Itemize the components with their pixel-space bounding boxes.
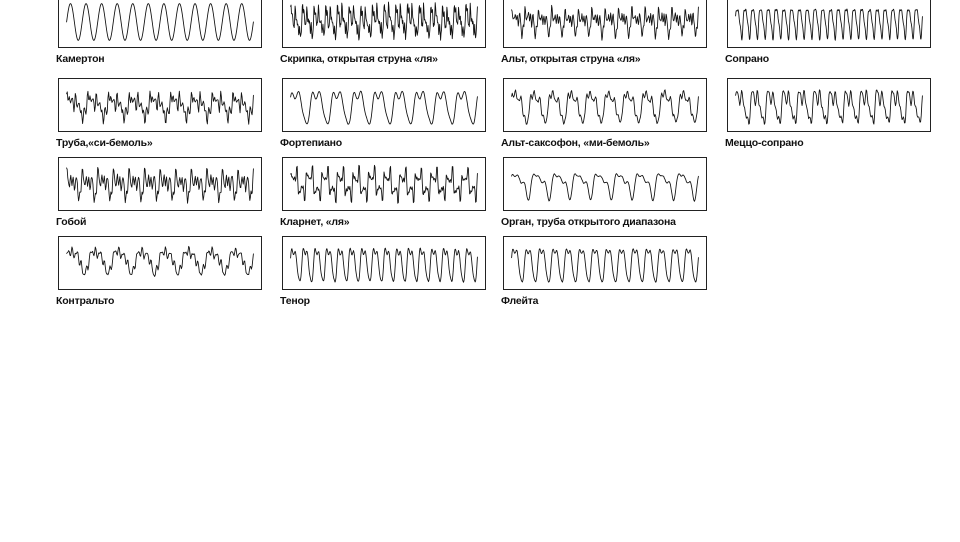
- waveform-line: [290, 164, 478, 204]
- panel-1: Камертон: [56, 0, 262, 70]
- waveform-caption: Труба,«си-бемоль»: [56, 137, 153, 149]
- waveform-frame: [282, 236, 486, 290]
- waveform-frame: [503, 0, 707, 48]
- waveform-plot: [290, 247, 478, 283]
- waveform-frame: [58, 157, 262, 211]
- waveform-caption: Флейта: [501, 295, 539, 307]
- waveform-frame: [282, 157, 486, 211]
- waveform-caption: Тенор: [280, 295, 310, 307]
- waveform-caption: Орган, труба открытого диапазона: [501, 216, 676, 228]
- waveform-frame: [727, 0, 931, 48]
- waveform-plot: [66, 90, 254, 125]
- panel-13: Сопрано: [725, 0, 931, 70]
- waveform-caption: Альт, открытая струна «ля»: [501, 53, 641, 65]
- waveform-plot: [66, 166, 254, 204]
- waveform-frame: [58, 236, 262, 290]
- waveform-line: [511, 89, 699, 125]
- waveform-caption: Скрипка, открытая струна «ля»: [280, 53, 438, 65]
- waveform-plot: [290, 1, 478, 41]
- waveform-caption: Альт-саксофон, «ми-бемоль»: [501, 137, 650, 149]
- waveform-frame: [282, 78, 486, 132]
- panel-7: Кларнет, «ля»: [280, 157, 486, 233]
- waveform-line: [66, 3, 254, 41]
- waveform-line: [735, 89, 923, 125]
- panel-11: Орган, труба открытого диапазона: [501, 157, 707, 233]
- waveform-plot: [290, 164, 478, 204]
- waveform-caption: Фортепиано: [280, 137, 343, 149]
- waveform-line: [735, 8, 923, 41]
- waveform-plot: [66, 245, 254, 277]
- panel-2: Труба,«си-бемоль»: [56, 78, 262, 154]
- panel-12: Флейта: [501, 236, 707, 312]
- waveform-frame: [727, 78, 931, 132]
- waveform-line: [511, 4, 699, 41]
- waveform-line: [290, 1, 478, 41]
- waveform-plot: [511, 89, 699, 125]
- waveform-plot: [735, 89, 923, 125]
- waveform-frame: [282, 0, 486, 48]
- panel-6: Фортепиано: [280, 78, 486, 154]
- waveform-plot: [511, 248, 699, 283]
- panel-8: Тенор: [280, 236, 486, 312]
- waveform-plot: [66, 3, 254, 41]
- waveform-caption: Сопрано: [725, 53, 769, 65]
- waveform-caption: Контральто: [56, 295, 115, 307]
- waveform-plot: [290, 90, 478, 125]
- waveform-frame: [503, 236, 707, 290]
- waveform-line: [66, 245, 254, 277]
- waveform-frame: [503, 78, 707, 132]
- waveform-line: [66, 90, 254, 125]
- waveform-caption: Меццо-сопрано: [725, 137, 804, 149]
- waveform-plot: [511, 173, 699, 202]
- waveform-plot: [511, 4, 699, 41]
- waveform-caption: Камертон: [56, 53, 105, 65]
- waveform-frame: [58, 78, 262, 132]
- waveform-plot: [735, 8, 923, 41]
- panel-5: Скрипка, открытая струна «ля»: [280, 0, 486, 70]
- waveform-line: [290, 90, 478, 125]
- waveform-frame: [503, 157, 707, 211]
- waveform-line: [66, 166, 254, 204]
- panel-10: Альт-саксофон, «ми-бемоль»: [501, 78, 707, 154]
- waveform-caption: Кларнет, «ля»: [280, 216, 350, 228]
- waveform-frame: [58, 0, 262, 48]
- panel-4: Контральто: [56, 236, 262, 312]
- waveform-line: [290, 247, 478, 283]
- panel-14: Меццо-сопрано: [725, 78, 931, 154]
- waveform-caption: Гобой: [56, 216, 87, 228]
- waveform-line: [511, 173, 699, 202]
- panel-9: Альт, открытая струна «ля»: [501, 0, 707, 70]
- panel-3: Гобой: [56, 157, 262, 233]
- waveform-line: [511, 248, 699, 283]
